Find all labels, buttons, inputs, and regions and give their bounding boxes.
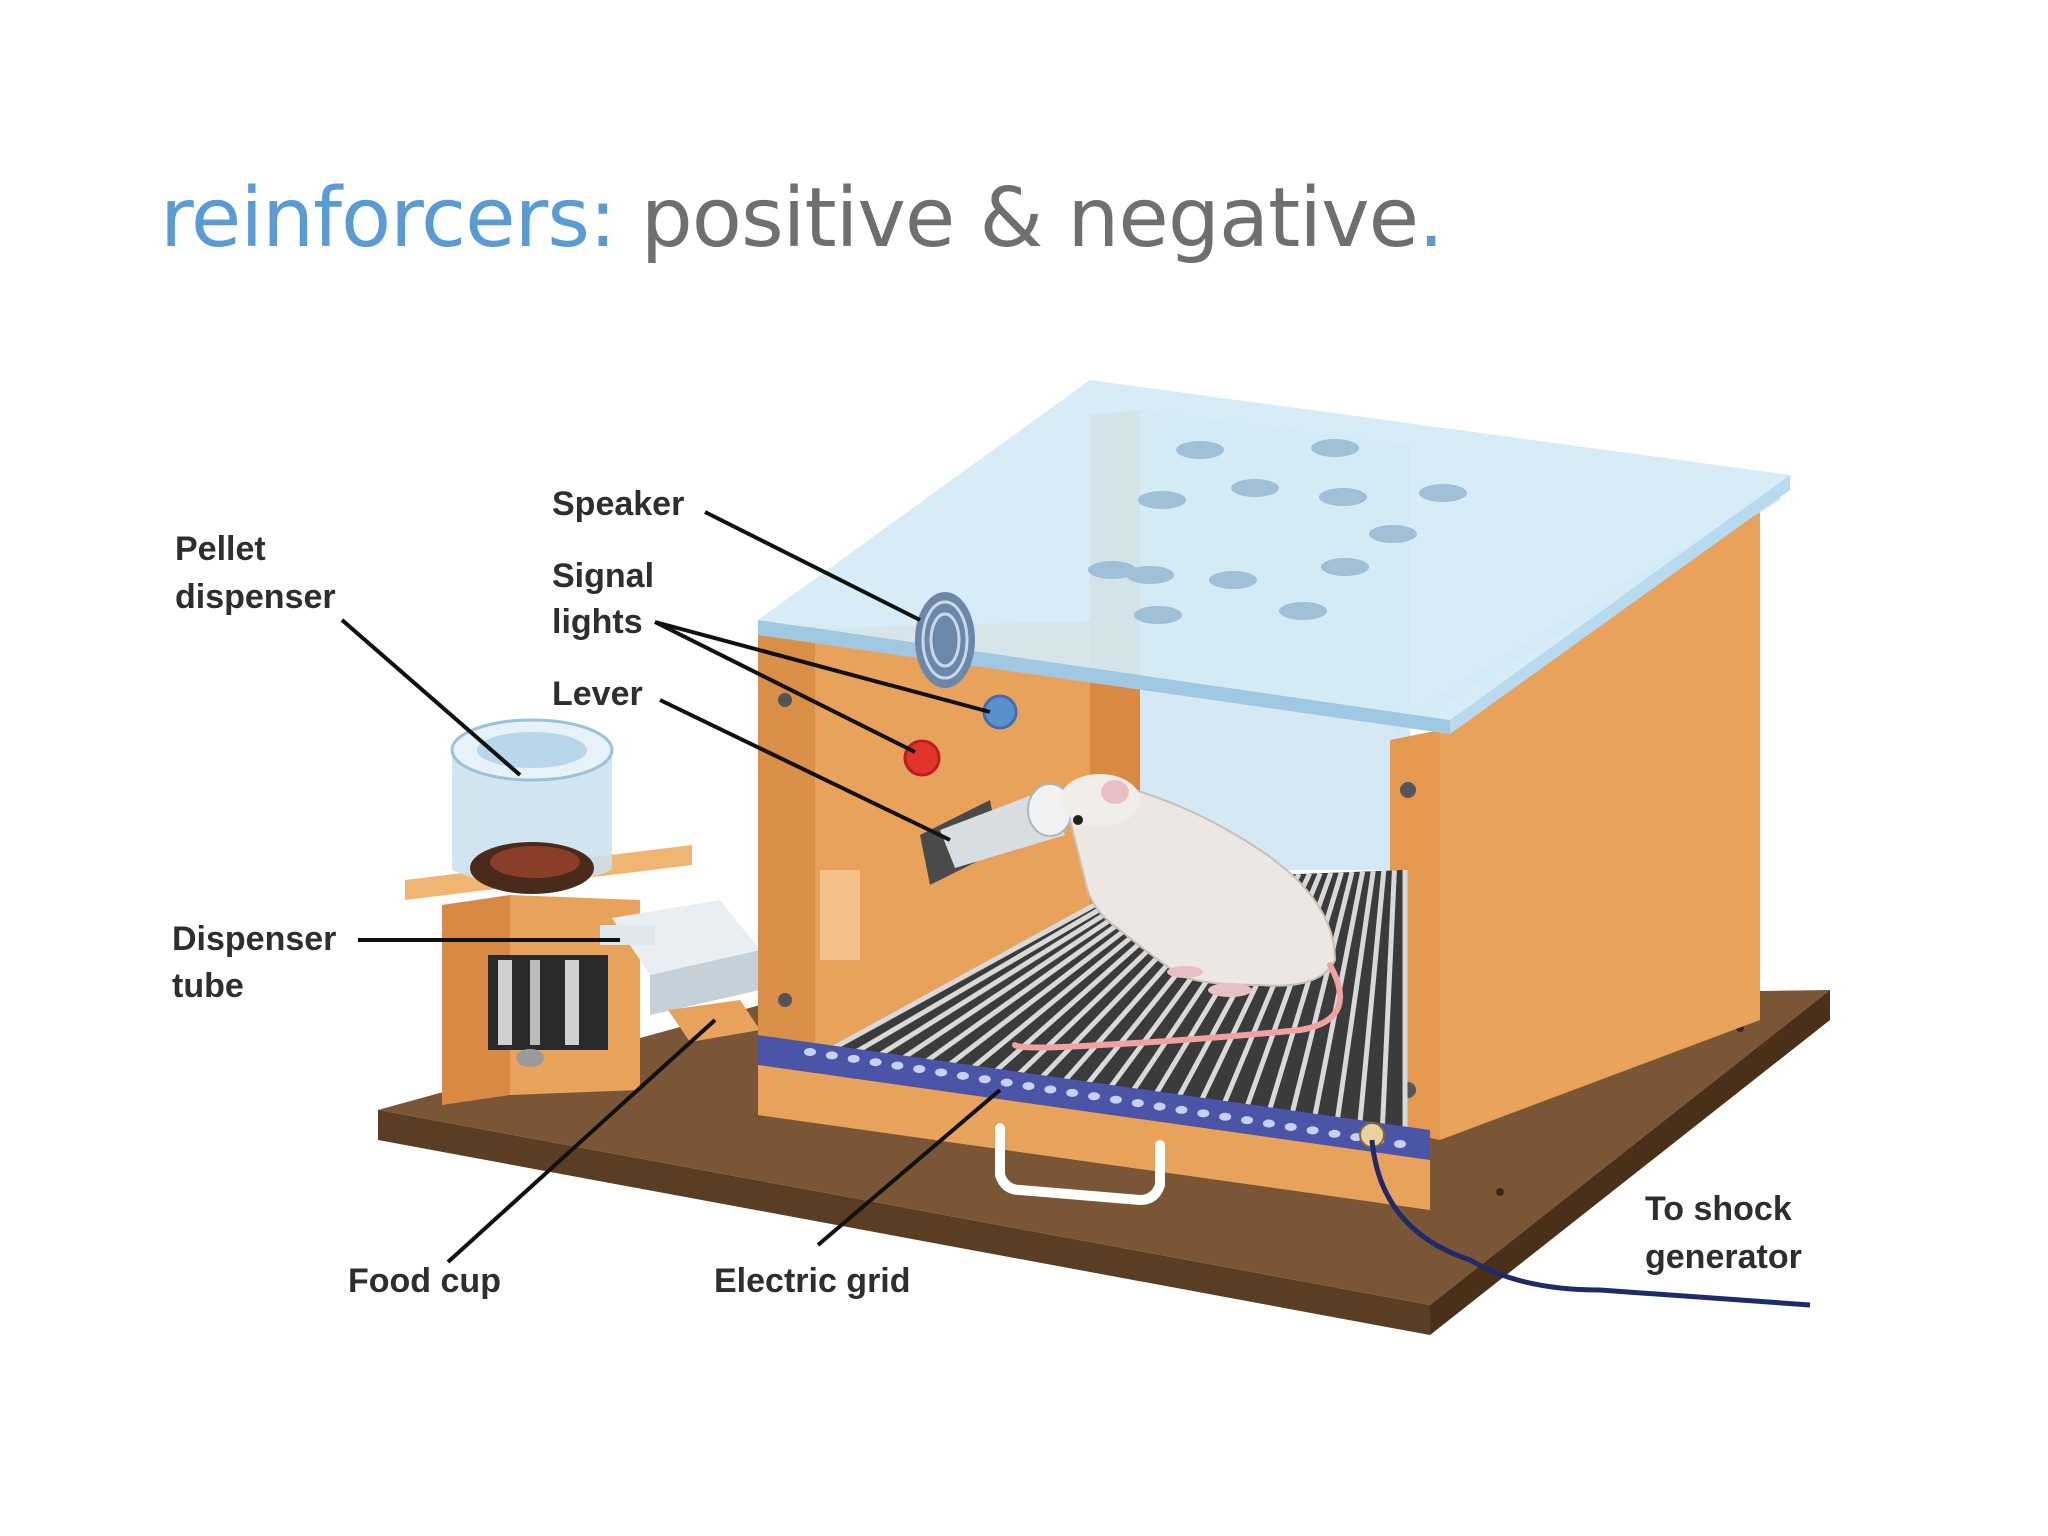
label-electric-grid: Electric grid — [714, 1262, 911, 1300]
grid-bar — [1379, 870, 1397, 1137]
grid-contact-dot — [956, 1071, 969, 1080]
label-to-shock-generator-1: To shock — [1645, 1190, 1792, 1228]
grid-contact-dot — [1306, 1126, 1319, 1135]
grid-contact-dot — [1394, 1140, 1406, 1148]
drawer — [758, 1065, 1430, 1210]
grid-contact-dot — [1044, 1085, 1057, 1094]
rat — [1012, 774, 1343, 1051]
grid-contact-dot — [1284, 1122, 1297, 1131]
speaker-icon — [915, 592, 975, 688]
grid-contact-dot — [1219, 1112, 1232, 1121]
grid-contact-dot — [869, 1058, 882, 1067]
grid-strip — [758, 1035, 1430, 1160]
leader-lines — [340, 510, 1002, 1264]
grid-contact-dot — [1022, 1082, 1035, 1091]
grid-contact-dot — [891, 1061, 904, 1070]
label-signal-lights-2: lights — [552, 603, 643, 641]
grid-bar — [1264, 871, 1344, 1120]
grid-contact-dot — [913, 1065, 926, 1074]
red-signal-light — [903, 739, 941, 777]
grid-contact-dot — [1175, 1105, 1188, 1114]
grid-bar — [1333, 870, 1376, 1130]
grid-bar — [828, 877, 1142, 1053]
title-main: positive & negative — [615, 171, 1419, 266]
label-lever: Lever — [552, 675, 643, 713]
grid-contact-dot — [978, 1075, 991, 1084]
label-pellet-dispenser-2: dispenser — [175, 578, 336, 616]
grid-contact-dot — [1088, 1092, 1101, 1101]
grid-contact-dot — [1241, 1116, 1254, 1125]
grid-contact-dot — [1000, 1078, 1013, 1087]
grid-contact-dot — [847, 1054, 860, 1063]
grid-contact-dot — [1153, 1102, 1166, 1111]
grid-contact-dot — [1109, 1095, 1122, 1104]
label-dispenser-tube-2: tube — [172, 967, 244, 1005]
slide-title: reinforcers: positive & negative. — [160, 178, 1444, 260]
title-accent: reinforcers: — [160, 171, 617, 266]
label-dispenser-tube-1: Dispenser — [172, 920, 336, 958]
label-pellet-dispenser-1: Pellet — [175, 530, 266, 568]
label-signal-lights-1: Signal — [552, 557, 654, 595]
label-food-cup: Food cup — [348, 1262, 501, 1300]
lid-holes — [1088, 439, 1467, 624]
grid-contact-dot — [825, 1051, 838, 1060]
label-to-shock-generator-2: generator — [1645, 1238, 1802, 1276]
shock-wire — [1359, 1122, 1811, 1308]
label-speaker: Speaker — [552, 485, 684, 523]
grid-contact-dot — [1131, 1099, 1144, 1108]
grid-contact-dot — [1066, 1088, 1079, 1097]
grid-contact-dot — [935, 1068, 948, 1077]
grid-contact-dot — [1197, 1109, 1210, 1118]
title-period: . — [1418, 171, 1444, 266]
grid-contacts — [804, 1048, 1406, 1148]
grid-contact-dot — [804, 1048, 816, 1056]
grid-contact-dot — [1328, 1129, 1341, 1138]
grid-bar — [1287, 871, 1355, 1123]
dispenser-tube — [600, 900, 760, 1015]
grid-bar — [1356, 870, 1387, 1134]
grid-contact-dot — [1262, 1119, 1275, 1128]
